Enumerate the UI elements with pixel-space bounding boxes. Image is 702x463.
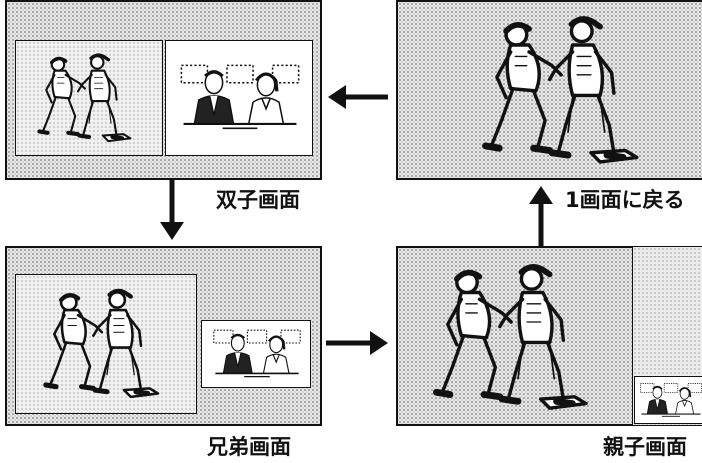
arrow-up: [529, 186, 553, 248]
label-sibling-screen: 兄弟画面: [207, 435, 291, 459]
label-parent-child-screen: 親子画面: [603, 435, 687, 459]
baseball-scene-image: [438, 6, 698, 178]
baseball-scene-image: [20, 47, 158, 151]
twin-right-half: [165, 40, 313, 156]
parent-child-screen-panel: [396, 246, 702, 426]
label-return-single: 1画面に戻る: [565, 188, 685, 212]
arrow-down: [160, 180, 184, 240]
twin-screen-panel: [5, 0, 322, 180]
sibling-main-view: [15, 274, 197, 414]
newscasters-image: [637, 381, 702, 421]
sibling-sub-view: [201, 320, 311, 388]
sibling-screen-panel: [5, 246, 322, 426]
newscasters-image: [174, 61, 306, 137]
single-screen-panel: [396, 0, 702, 180]
parent-child-child-window: [634, 376, 702, 424]
label-twin-screen: 双子画面: [216, 188, 300, 212]
twin-left-half: [15, 40, 163, 156]
arrow-right: [326, 331, 388, 355]
newscasters-image: [208, 327, 306, 383]
baseball-scene-image: [22, 281, 192, 409]
arrow-left: [328, 85, 388, 109]
baseball-scene-image: [402, 254, 634, 424]
